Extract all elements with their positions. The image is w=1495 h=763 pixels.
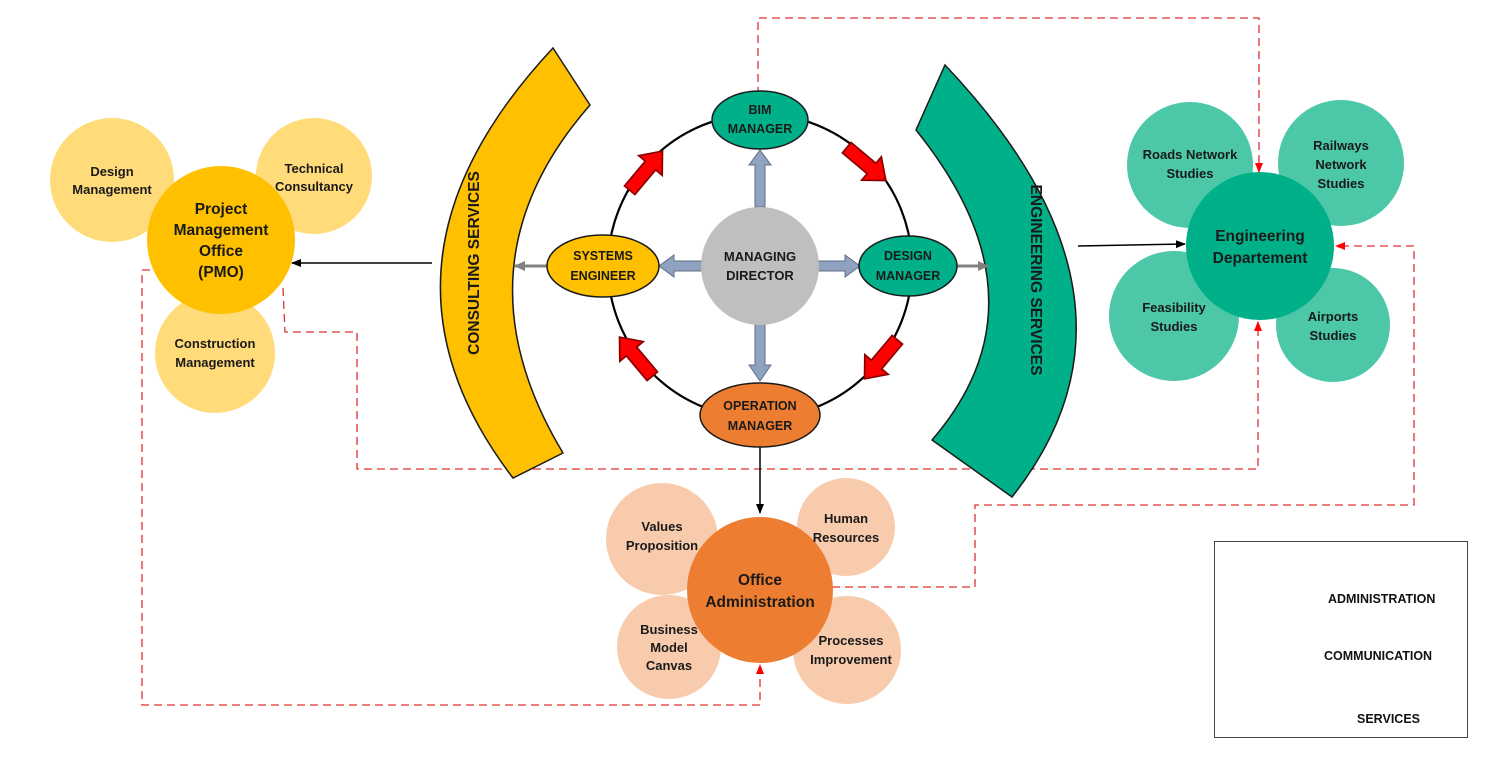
engineering-departement-label-1: Engineering [1215,228,1305,245]
admin-arrow-right [817,254,861,278]
design-management-label-2: Management [72,182,152,197]
business-model-canvas-label-1: Business [640,622,698,637]
admin-arrow-down [748,323,772,382]
design-manager-label-1: DESIGN [884,249,932,263]
operation-manager-ellipse [699,382,821,448]
design-manager-node: DESIGN MANAGER [858,235,958,297]
values-proposition-label-2: Proposition [626,538,698,553]
design-manager-label-2: MANAGER [876,269,941,283]
services-lines [291,240,1186,514]
railways-network-label-2: Network [1315,157,1367,172]
comm-arrow-upper-left [623,150,664,196]
engineering-cluster: Roads Network Studies Railways Network S… [1109,100,1404,382]
office-administration-label-1: Office [738,572,782,589]
processes-improvement-label-2: Improvement [810,652,892,667]
service-arrow-to-engineering [1077,240,1186,249]
values-proposition-label-1: Values [641,519,682,534]
comm-line-bim-to-engineering [757,17,1263,173]
railways-network-label-1: Railways [1313,138,1369,153]
systems-engineer-ellipse [546,234,660,298]
managing-director-circle [701,207,819,325]
legend [1214,541,1468,738]
construction-management-label-2: Management [175,355,255,370]
comm-arrow-lower-right [863,334,904,380]
operation-manager-label-2: MANAGER [728,419,793,433]
design-manager-ellipse [858,235,958,297]
pmo-label-1: Project [195,201,248,218]
comm-arrow-lower-left [618,336,659,382]
engineering-departement-circle [1186,172,1334,320]
admin-arrow-left [658,254,703,278]
business-model-canvas-label-3: Canvas [646,658,692,673]
office-administration-label-2: Administration [705,594,814,611]
construction-management-bubble [155,293,275,413]
human-resources-label-1: Human [824,511,868,526]
managing-director-node: MANAGING DIRECTOR [701,207,819,325]
managing-director-label-2: DIRECTOR [726,268,794,283]
engineering-departement-label-2: Departement [1213,250,1308,267]
office-administration-circle [687,517,833,663]
consulting-services-label: CONSULTING SERVICES [466,171,483,355]
technical-consultancy-label-1: Technical [284,161,343,176]
admin-block-arrows [658,149,861,382]
roads-network-label-1: Roads Network [1143,147,1238,162]
comm-line-pmo-to-engineering [282,287,1262,470]
comm-line-admin-to-engineering [832,242,1415,588]
admin-arrow-up [748,149,772,208]
engineering-services-label: ENGINEERING SERVICES [1027,185,1044,376]
roads-network-label-2: Studies [1167,166,1214,181]
systems-engineer-label-2: ENGINEER [570,269,635,283]
communication-lines [141,17,1415,706]
bim-manager-ellipse [711,90,809,150]
operation-manager-node: OPERATION MANAGER [699,382,821,448]
legend-administration-label: ADMINISTRATION [1328,592,1436,606]
design-management-bubble [50,118,174,242]
office-admin-cluster: Values Proposition Human Resources Busin… [606,478,901,704]
consulting-services-arc [439,46,591,479]
construction-management-label-1: Construction [175,336,256,351]
comm-line-pmo-to-admin [141,269,764,706]
legend-services-label: SERVICES [1357,712,1420,726]
pmo-label-3: Office [199,243,243,260]
pmo-label-4: (PMO) [198,264,244,281]
systems-engineer-label-1: SYSTEMS [573,249,633,263]
bim-manager-node: BIM MANAGER [711,90,809,150]
operation-manager-label-1: OPERATION [723,399,796,413]
comm-arrow-upper-right [841,141,887,182]
business-model-canvas-label-2: Model [650,640,688,655]
pmo-cluster: Design Management Technical Consultancy … [50,118,372,413]
bim-manager-label-2: MANAGER [728,122,793,136]
airports-studies-label-1: Airports [1308,309,1359,324]
values-proposition-bubble [606,483,718,595]
processes-improvement-label-1: Processes [818,633,883,648]
technical-consultancy-label-2: Consultancy [275,179,354,194]
railways-network-label-3: Studies [1318,176,1365,191]
pmo-circle [147,166,295,314]
airports-studies-label-2: Studies [1310,328,1357,343]
legend-communication-label: COMMUNICATION [1324,649,1433,663]
human-resources-label-2: Resources [813,530,879,545]
engineering-services-arc [915,63,1077,499]
bim-manager-label-1: BIM [749,103,772,117]
feasibility-studies-label-1: Feasibility [1142,300,1206,315]
design-management-label-1: Design [90,164,133,179]
systems-engineer-node: SYSTEMS ENGINEER [546,234,660,298]
feasibility-studies-label-2: Studies [1151,319,1198,334]
pmo-label-2: Management [174,222,269,239]
communication-block-arrows [618,141,904,382]
managing-director-label-1: MANAGING [724,249,796,264]
